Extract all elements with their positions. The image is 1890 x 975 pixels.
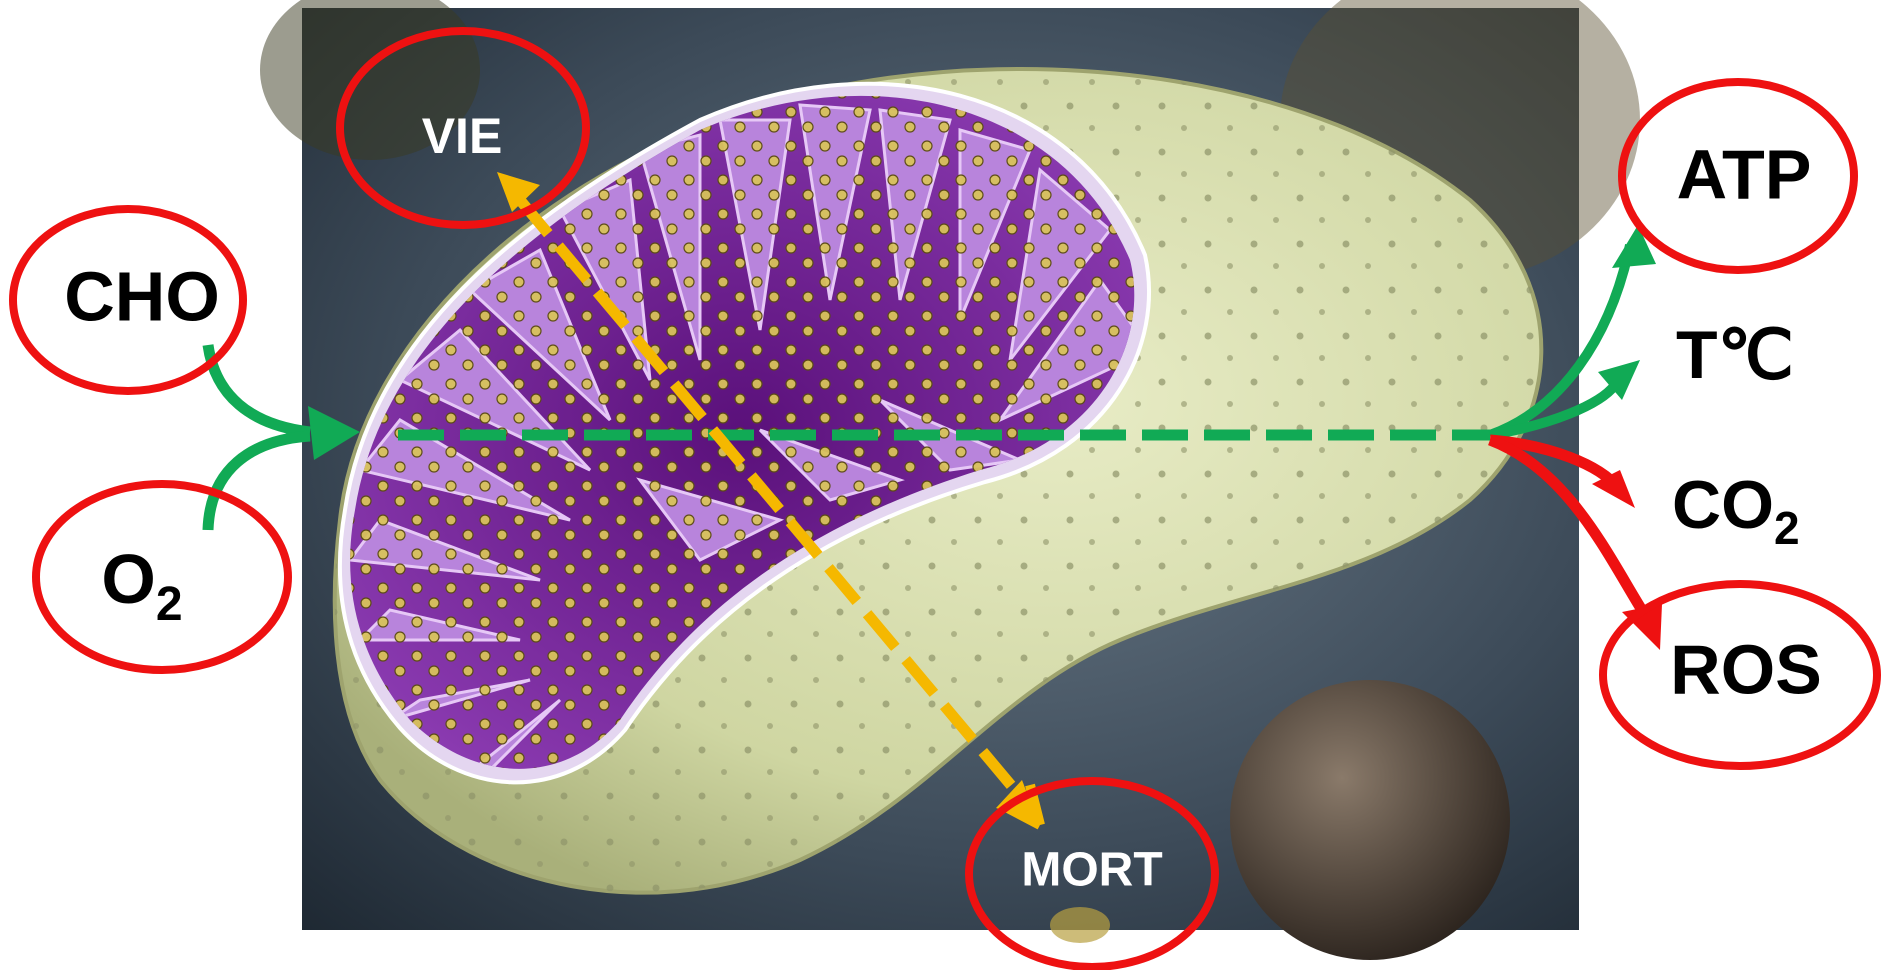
heat-label: T℃ (1676, 317, 1794, 393)
input-arrows (208, 345, 310, 530)
atp-label: ATP (1677, 135, 1812, 213)
cho-label: CHO (64, 257, 220, 335)
mort-label: MORT (1021, 844, 1162, 897)
vie-label: VIE (422, 108, 503, 164)
co2-label: CO2 (1672, 467, 1800, 554)
o2-label: O2 (101, 540, 182, 630)
cho-input-arrow (208, 345, 310, 432)
ros-label: ROS (1670, 630, 1822, 708)
